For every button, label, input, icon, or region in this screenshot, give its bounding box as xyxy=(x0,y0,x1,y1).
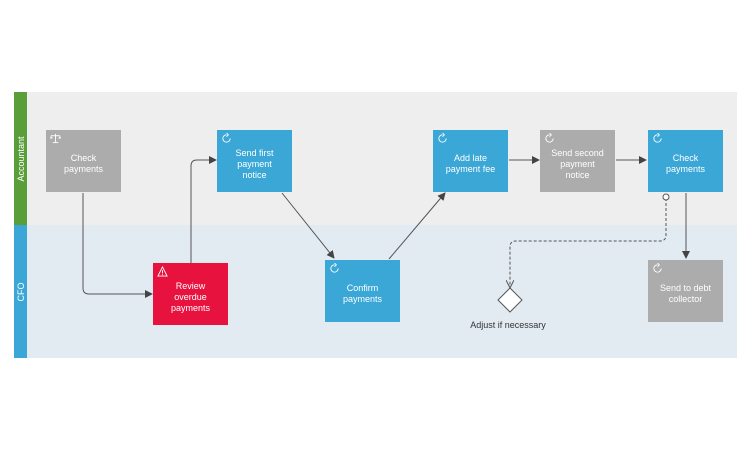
task-confirm-payments[interactable]: Confirm payments xyxy=(325,260,400,322)
scales-icon xyxy=(50,133,61,144)
task-label: Review overdue payments xyxy=(170,280,211,313)
flow-review-to-send-first xyxy=(190,156,217,263)
task-label: Add late payment fee xyxy=(445,153,496,174)
task-send-first-notice[interactable]: Send first payment notice xyxy=(217,130,292,192)
task-check-payments-1[interactable]: Check payments xyxy=(46,130,121,192)
flow-check-to-review xyxy=(82,193,153,298)
loop-icon xyxy=(438,133,447,143)
task-check-payments-2[interactable]: Check payments xyxy=(648,130,723,192)
task-label: Check payments xyxy=(665,153,706,174)
lane-accountant: Accountant xyxy=(14,92,737,225)
task-review-overdue[interactable]: Review overdue payments xyxy=(153,263,228,325)
flow-confirm-to-add-fee xyxy=(388,192,446,260)
exclusive-gateway xyxy=(497,287,523,313)
conditional-start-marker xyxy=(662,193,670,201)
task-label: Send first payment notice xyxy=(235,147,274,180)
loop-icon xyxy=(653,133,662,143)
loop-icon xyxy=(653,263,662,273)
loop-icon xyxy=(222,133,231,143)
task-add-late-fee[interactable]: Add late payment fee xyxy=(433,130,508,192)
task-label: Check payments xyxy=(63,153,104,174)
lane-header-accountant: Accountant xyxy=(14,92,27,225)
task-label: Send to debt collector xyxy=(659,283,712,304)
flow-check-to-gateway xyxy=(510,198,667,287)
flow-send-first-to-confirm xyxy=(281,192,335,259)
gateway-label: Adjust if necessary xyxy=(470,320,546,330)
task-label: Send second payment notice xyxy=(551,147,604,180)
loop-icon xyxy=(545,133,554,143)
task-label: Confirm payments xyxy=(342,283,383,304)
task-send-to-debt-collector[interactable]: Send to debt collector xyxy=(648,260,723,322)
task-send-second-notice[interactable]: Send second payment notice xyxy=(540,130,615,192)
lane-header-cfo: CFO xyxy=(14,225,27,358)
loop-icon xyxy=(330,263,339,273)
warning-icon xyxy=(157,266,168,277)
